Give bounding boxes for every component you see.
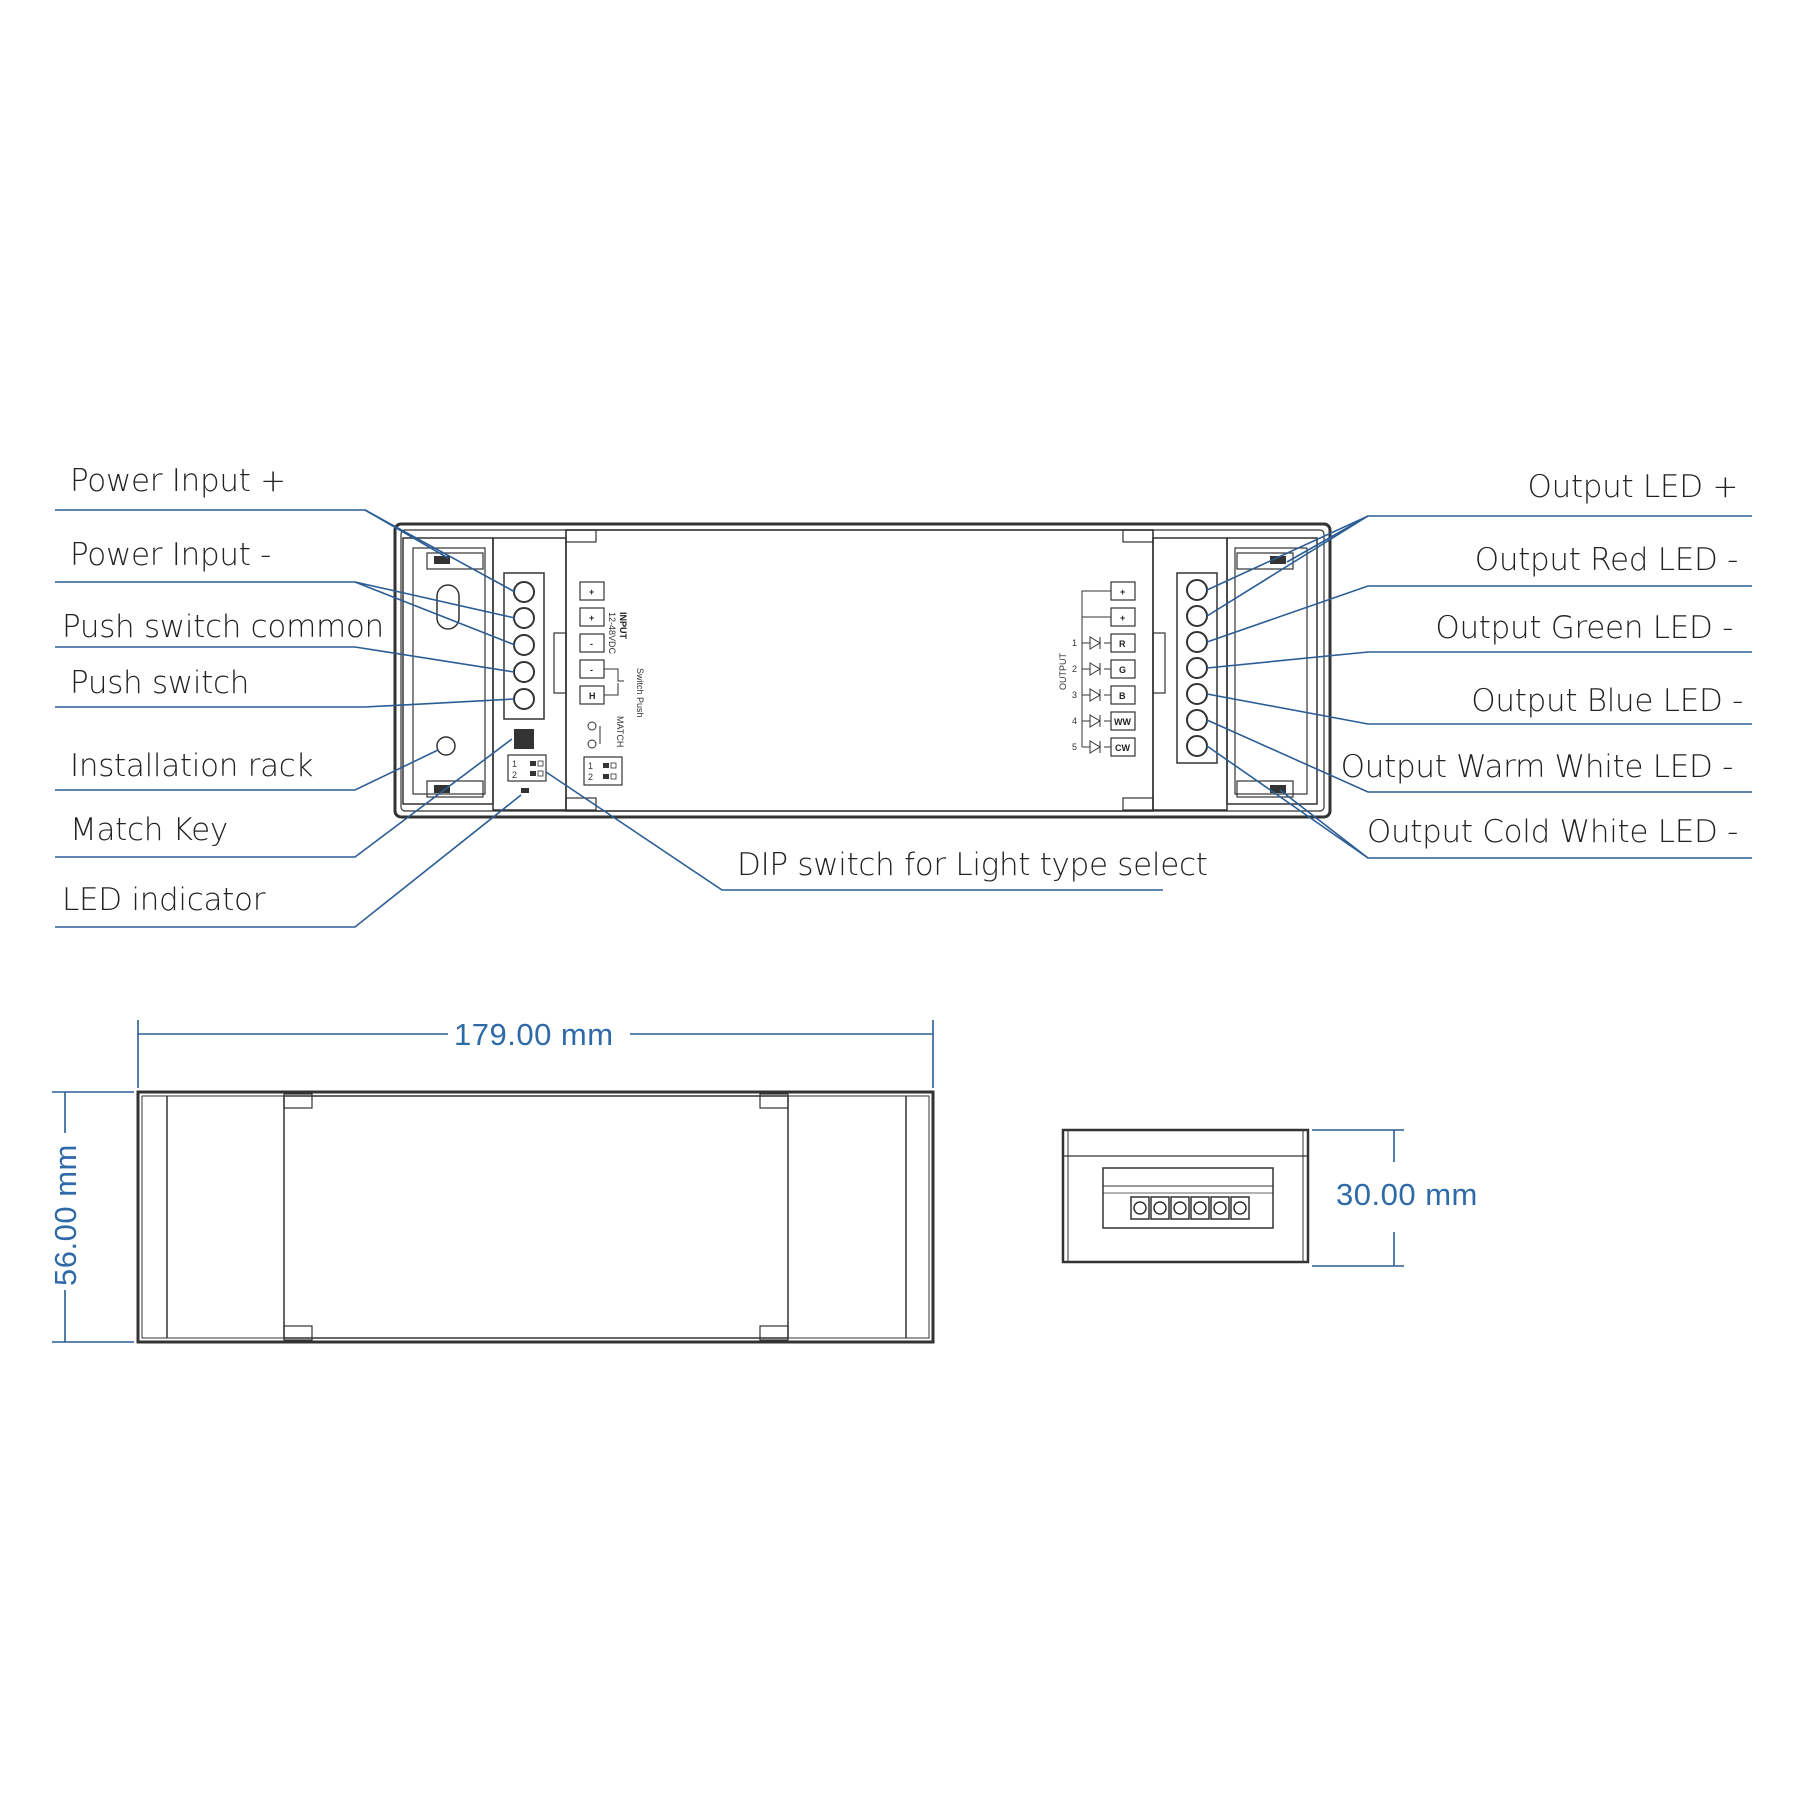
label-dip-switch: DIP switch for Light type select <box>737 847 1208 883</box>
device-top-view: 1 2 + + - - H INPUT 12-48VDC Switch Push <box>393 522 1332 819</box>
input-terminal-5: H <box>589 691 596 701</box>
end-view-terminals <box>1130 1196 1250 1220</box>
label-output-blue-led-minus: Output Blue LED - <box>1471 683 1743 719</box>
label-power-input-plus: Power Input + <box>70 463 286 499</box>
label-led-indicator: LED indicator <box>62 882 266 918</box>
output-terminal-3: R <box>1119 639 1126 649</box>
label-installation-rack: Installation rack <box>70 748 313 784</box>
output-terminal-markings: + + R G B WW CW 1 2 3 4 5 OUTPUT <box>1058 581 1136 757</box>
label-output-cold-white-led-minus: Output Cold White LED - <box>1367 814 1738 850</box>
match-marking: MATCH <box>615 716 625 747</box>
length-dimension: 179.00 mm <box>137 1017 934 1088</box>
center-dip-number-1: 1 <box>588 761 593 771</box>
output-terminal-5: B <box>1119 691 1126 701</box>
label-power-input-minus: Power Input - <box>70 537 271 573</box>
label-push-switch-common: Push switch common <box>62 609 384 645</box>
output-terminal-6: WW <box>1114 717 1131 727</box>
leader-lines <box>55 509 1752 928</box>
input-title: INPUT <box>618 612 628 640</box>
right-terminal-screws <box>1186 579 1208 757</box>
label-output-warm-white-led-minus: Output Warm White LED - <box>1341 749 1733 785</box>
width-dimension: 56.00 mm <box>48 1091 134 1343</box>
input-terminal-markings: + + - - H INPUT 12-48VDC Switch Push MAT… <box>579 581 645 786</box>
output-terminal-4: G <box>1119 665 1126 675</box>
installation-rack-hole <box>436 736 456 756</box>
channel-number-4: 4 <box>1072 716 1077 726</box>
height-dimension: 30.00 mm <box>1312 1129 1478 1267</box>
channel-number-3: 3 <box>1072 690 1077 700</box>
left-dip-number-2: 2 <box>512 770 517 780</box>
input-terminal-2: + <box>589 613 594 623</box>
input-terminal-3: - <box>590 639 593 649</box>
push-switch-marking: Switch Push <box>635 668 645 718</box>
output-marking: OUTPUT <box>1058 653 1068 691</box>
channel-number-2: 2 <box>1072 664 1077 674</box>
label-output-led-plus: Output LED + <box>1528 469 1739 505</box>
match-key-button <box>514 729 534 749</box>
input-terminal-1: + <box>589 587 594 597</box>
led-indicator-mark <box>521 788 529 793</box>
length-value: 179.00 mm <box>454 1017 614 1052</box>
channel-number-1: 1 <box>1072 638 1077 648</box>
left-dip-number-1: 1 <box>512 759 517 769</box>
left-terminal-screws <box>513 581 535 710</box>
output-terminal-1: + <box>1120 587 1125 597</box>
height-value: 30.00 mm <box>1336 1177 1478 1212</box>
output-terminal-7: CW <box>1115 743 1130 753</box>
width-value: 56.00 mm <box>48 1144 83 1286</box>
input-voltage: 12-48VDC <box>607 612 617 655</box>
center-dip-number-2: 2 <box>588 772 593 782</box>
channel-number-5: 5 <box>1072 742 1077 752</box>
label-output-red-led-minus: Output Red LED - <box>1475 542 1738 578</box>
label-push-switch: Push switch <box>70 665 249 701</box>
device-end-view <box>1061 1128 1310 1264</box>
output-terminal-2: + <box>1120 613 1125 623</box>
callout-labels: Power Input + Power Input - Push switch … <box>62 463 1743 918</box>
label-match-key: Match Key <box>70 812 228 848</box>
label-output-green-led-minus: Output Green LED - <box>1435 610 1733 646</box>
input-terminal-4: - <box>590 665 593 675</box>
device-side-view <box>136 1090 935 1344</box>
